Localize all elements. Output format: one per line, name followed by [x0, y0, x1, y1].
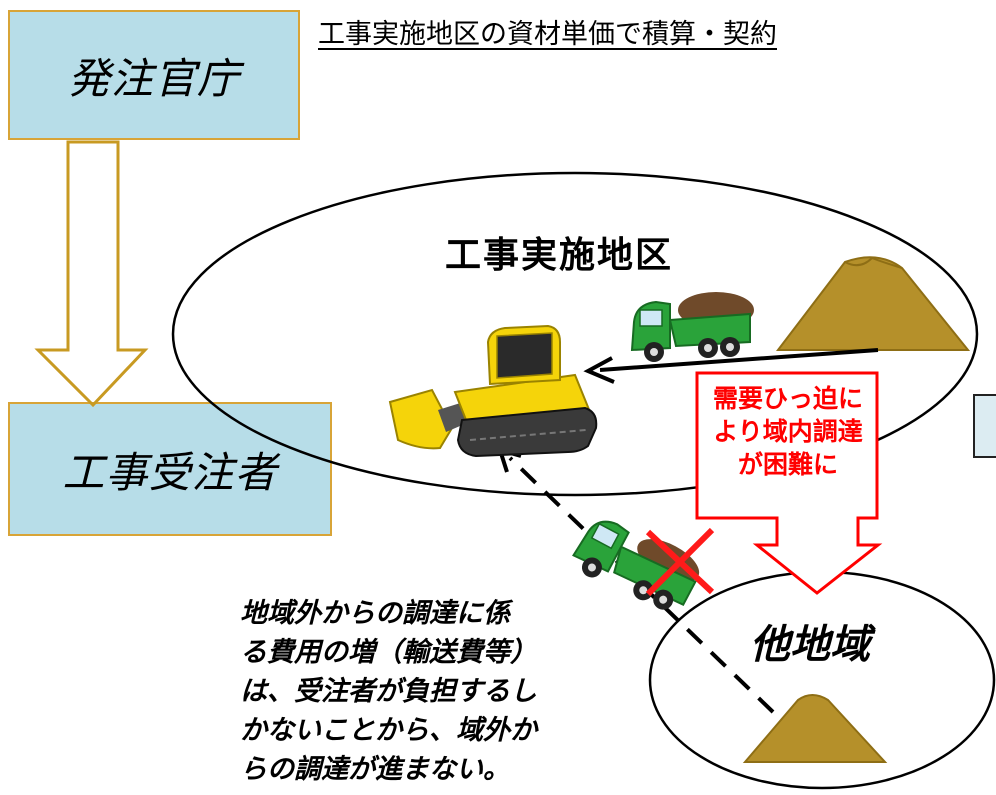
- orderer-box: 発注官庁: [8, 10, 300, 140]
- contractor-box: 工事受注者: [8, 402, 332, 536]
- callout-text: 需要ひっ迫に より域内調達 が困難に: [700, 382, 876, 481]
- callout-shape: [695, 371, 883, 595]
- bulldozer-icon: [388, 324, 598, 458]
- dump-truck-icon: [630, 292, 754, 362]
- note-line: らの調達が進まない。: [240, 754, 510, 785]
- contractor-label: 工事受注者: [62, 447, 278, 497]
- top-caption: 工事実施地区の資材単価で積算・契約: [318, 19, 777, 50]
- callout-line: が困難に: [737, 450, 838, 479]
- note-line: る費用の増（輸送費等）: [240, 637, 537, 668]
- callout-line: 需要ひっ迫に: [712, 384, 863, 413]
- cross-mark-icon: [645, 527, 715, 597]
- note-text: 地域外からの調達に係 る費用の増（輸送費等） は、受注者が負担するし かないこと…: [240, 594, 537, 789]
- note-line: 地域外からの調達に係: [240, 598, 510, 629]
- region-label: 工事実施地区: [445, 235, 674, 276]
- callout-line: より域内調達: [713, 417, 863, 446]
- hidden-box: [973, 394, 996, 458]
- supply-arrow: [583, 348, 879, 384]
- orderer-label: 発注官庁: [67, 53, 240, 103]
- soil-pile-icon: [775, 256, 971, 351]
- note-line: かないことから、域外か: [240, 715, 537, 746]
- contract-arrow: [34, 140, 149, 408]
- other-region-label: 他地域: [750, 622, 870, 668]
- region-ellipse: [171, 171, 979, 497]
- soil-pile-icon: [742, 694, 888, 763]
- note-line: は、受注者が負担するし: [240, 676, 537, 707]
- dump-truck-icon: [572, 520, 700, 610]
